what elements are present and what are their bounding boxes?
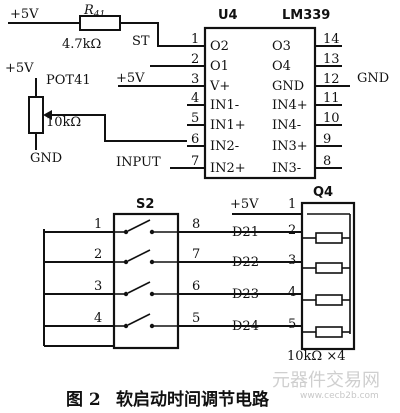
potentiometer-pot41 xyxy=(28,96,44,134)
chip-right-pin-name: GND xyxy=(272,79,304,94)
chip-right-pin-name: IN3- xyxy=(272,161,301,176)
switch-lever xyxy=(127,281,151,294)
switch-contact xyxy=(149,291,155,297)
chip-right-pin-name: IN4+ xyxy=(272,98,308,113)
network-rows: 2 3 4 5 xyxy=(288,223,350,338)
chip-left-pin-num: 2 xyxy=(191,52,199,67)
network-pin1: 1 xyxy=(288,197,296,212)
switch-contact xyxy=(149,323,155,329)
chip-left-pin-name: IN1- xyxy=(210,98,239,113)
chip-right-pin-name: IN4- xyxy=(272,118,301,133)
s2-designator: S2 xyxy=(136,197,154,212)
pot41-value: 10kΩ xyxy=(46,115,81,130)
chip-designator: U4 xyxy=(218,8,238,23)
switch-contact xyxy=(149,259,155,265)
switch-left-pin: 2 xyxy=(94,247,102,262)
switch-right-pin: 7 xyxy=(192,247,200,262)
chip-left-pin-name: IN2- xyxy=(210,139,239,154)
chip-left-pin-name: IN2+ xyxy=(210,161,246,176)
switch-contact xyxy=(123,323,129,329)
chip-left-pin-name: O1 xyxy=(210,59,229,74)
chip-left-pin-name: IN1+ xyxy=(210,118,246,133)
st-label: ST xyxy=(132,34,150,49)
network-resistor xyxy=(315,232,343,244)
wiper-arrow xyxy=(43,110,52,120)
switch-left-pin: 1 xyxy=(94,217,102,232)
gnd-left-label: GND xyxy=(30,151,62,166)
network-resistor xyxy=(315,262,343,274)
switch-left-pin: 3 xyxy=(94,279,102,294)
switch-lever xyxy=(127,313,151,326)
network-pin: 5 xyxy=(288,317,296,332)
switch-left-pin: 4 xyxy=(94,311,102,326)
vplus-label: +5V xyxy=(116,71,145,86)
resistor-r41-value: 4.7kΩ xyxy=(62,37,101,52)
caption-text: 软启动时间调节电路 xyxy=(116,389,270,410)
caption-prefix: 图 2 xyxy=(66,390,101,410)
chip-right-pin-num: 12 xyxy=(323,72,340,87)
switch-contact xyxy=(123,291,129,297)
chip-left-pin-num: 3 xyxy=(191,72,199,87)
network-pin: 4 xyxy=(288,285,296,300)
watermark: 元器件交易网 www.cecb2b.com xyxy=(272,370,380,401)
chip-left-pin-name: O2 xyxy=(210,39,229,54)
chip-left-pin-name: V+ xyxy=(209,79,230,94)
network-resistor xyxy=(315,294,343,306)
lm339-chip: U4 LM339 1 O2 2 O1 3 V+ 4 IN1- 5 IN1+ 6 IN2- 7 IN2+ 14… xyxy=(150,8,389,180)
chip-right-pin-num: 10 xyxy=(323,111,340,126)
network-pin: 3 xyxy=(288,253,296,268)
chip-right-pin-num: 9 xyxy=(323,132,331,147)
q4-network: Q4 +5V 1 2 3 4 5 10kΩ ×4 xyxy=(230,185,356,364)
chip-power-input: +5V INPUT xyxy=(116,71,187,170)
chip-left-pin-num: 4 xyxy=(191,91,199,106)
chip-right-pin-num: 11 xyxy=(323,91,340,106)
watermark-url: www.cecb2b.com xyxy=(300,391,379,401)
q4-designator: Q4 xyxy=(313,185,333,200)
network-pin: 2 xyxy=(288,223,296,238)
chip-left-pin-num: 7 xyxy=(191,154,199,169)
pot41-name: POT41 xyxy=(46,73,91,88)
chip-left-pin-num: 6 xyxy=(191,132,199,147)
chip-left-pin-num: 1 xyxy=(191,32,199,47)
pot41-branch: +5V GND POT41 10kΩ xyxy=(5,61,187,166)
resistor-r41-name: R41 xyxy=(83,3,105,20)
pot-vcc-label: +5V xyxy=(5,61,34,76)
switch-line-label: D24 xyxy=(232,319,259,334)
gnd-right-label: GND xyxy=(357,71,389,86)
network-value: 10kΩ ×4 xyxy=(287,349,346,364)
network-resistor xyxy=(315,326,343,338)
chip-body xyxy=(203,26,317,180)
switch-contact xyxy=(149,229,155,235)
vcc-label-top: +5V xyxy=(10,7,39,22)
switch-right-pin: 5 xyxy=(192,311,200,326)
switch-line-label: D23 xyxy=(232,287,259,302)
chip-right-pin-name: O4 xyxy=(272,59,291,74)
chip-right-pin-num: 14 xyxy=(323,32,340,47)
chip-right-pin-num: 13 xyxy=(323,52,340,67)
r41-branch: +5V R41 4.7kΩ ST xyxy=(8,3,187,52)
input-label: INPUT xyxy=(116,155,161,170)
switch-right-pin: 6 xyxy=(192,279,200,294)
switch-lever xyxy=(127,249,151,262)
switch-line-label: D21 xyxy=(232,225,259,240)
chip-right-pin-num: 8 xyxy=(323,154,331,169)
chip-part: LM339 xyxy=(282,8,330,23)
s2-body xyxy=(112,212,180,350)
chip-left-pin-num: 5 xyxy=(191,111,199,126)
q4-body xyxy=(300,201,356,351)
switch-contact xyxy=(123,229,129,235)
watermark-text: 元器件交易网 xyxy=(272,370,380,391)
chip-right-pin-name: O3 xyxy=(272,39,291,54)
switch-line-label: D22 xyxy=(232,255,259,270)
figure-caption: 图 2 软启动时间调节电路 xyxy=(66,389,270,410)
chip-pins: 1 O2 2 O1 3 V+ 4 IN1- 5 IN1+ 6 IN2- 7 IN2+ 14 O3 13 O4 12 G… xyxy=(150,32,350,176)
switch-lever xyxy=(127,219,151,232)
chip-right-pin-name: IN3+ xyxy=(272,139,308,154)
network-vcc-label: +5V xyxy=(230,197,259,212)
switch-right-pin: 8 xyxy=(192,217,200,232)
switch-contact xyxy=(123,259,129,265)
